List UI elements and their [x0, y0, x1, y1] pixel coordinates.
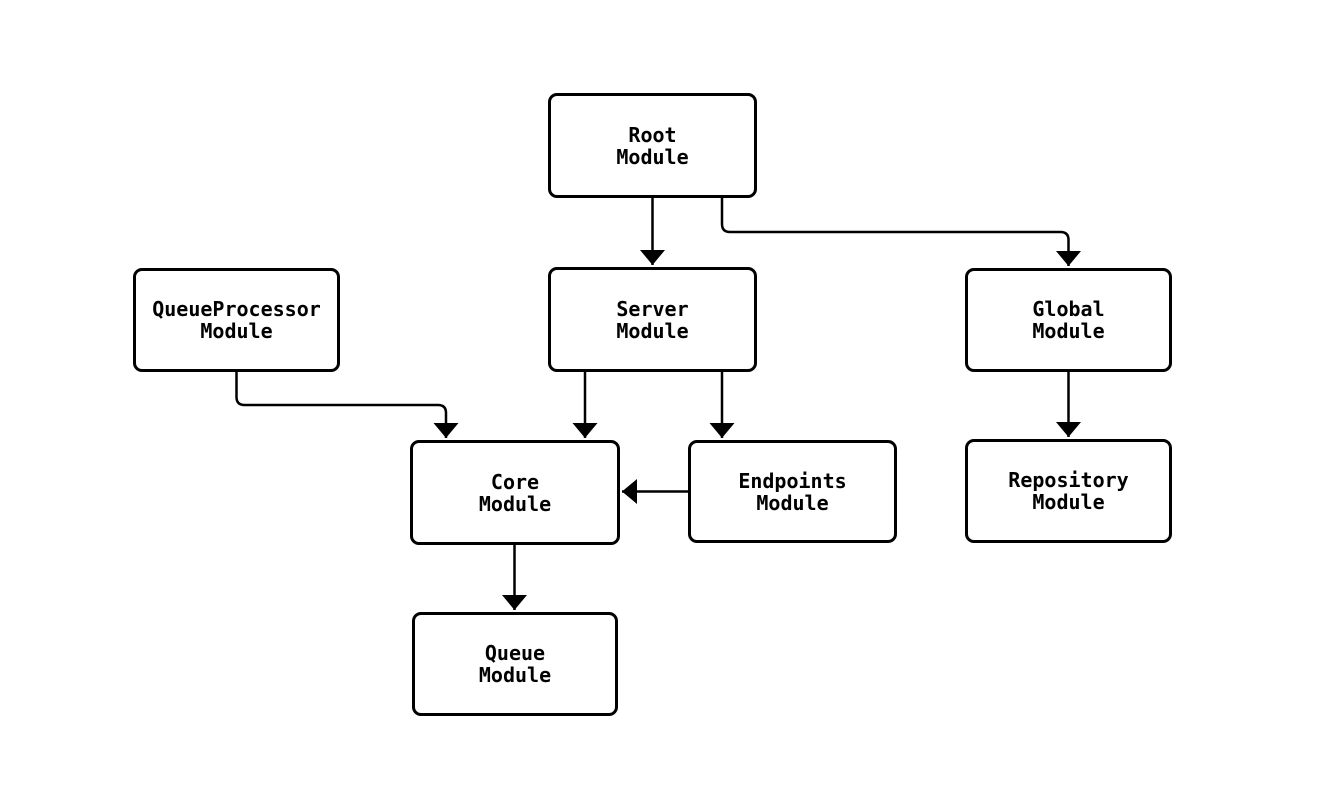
- node-global-module: Global Module: [965, 268, 1172, 372]
- node-label: Queue Module: [478, 641, 552, 687]
- node-label: Repository Module: [1008, 468, 1129, 514]
- node-server-module: Server Module: [548, 267, 757, 372]
- node-label: Global Module: [1032, 297, 1105, 343]
- node-label: Server Module: [616, 296, 689, 343]
- edge-queueprocessor-to-core: [235, 372, 459, 438]
- node-repository-module: Repository Module: [965, 439, 1172, 543]
- node-label: Endpoints Module: [738, 468, 847, 515]
- node-queueprocessor-module: QueueProcessor Module: [133, 268, 340, 372]
- node-queue-module: Queue Module: [412, 612, 618, 716]
- node-label: Root Module: [616, 122, 689, 169]
- node-root-module: Root Module: [548, 93, 757, 198]
- node-endpoints-module: Endpoints Module: [688, 440, 897, 543]
- node-label: Core Module: [478, 469, 552, 516]
- edge-root-to-global: [720, 198, 1081, 266]
- node-core-module: Core Module: [410, 440, 620, 545]
- node-label: QueueProcessor Module: [152, 297, 321, 343]
